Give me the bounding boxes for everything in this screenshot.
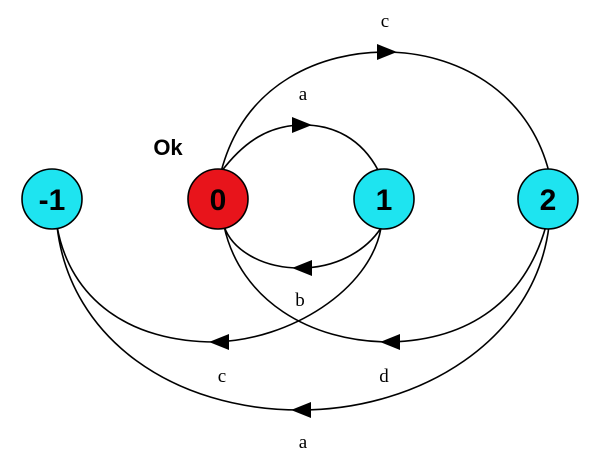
node-2-label: 2: [540, 184, 557, 217]
node-2: 2: [517, 168, 579, 230]
edge-2-to-0: [223, 225, 547, 343]
node-0-circle: [187, 168, 249, 230]
arrowhead-0-to-1: [292, 117, 312, 133]
edge-label-0-to-2: c: [381, 11, 389, 32]
arrowhead-2-to-minus1: [291, 402, 311, 418]
edge-0-to-1: [220, 124, 379, 173]
arrowheads: [209, 44, 400, 418]
node-minus1-label: -1: [39, 184, 66, 217]
node-minus1: -1: [21, 168, 83, 230]
node-0: 0: [187, 168, 249, 230]
edge-label-1-to-0: b: [295, 290, 305, 311]
nodes: -1 0 1 2: [21, 168, 579, 230]
edge-label-0-to-1: a: [299, 84, 308, 105]
edge-labels: c a b c d a: [218, 11, 389, 453]
node-1-label: 1: [376, 184, 393, 217]
node-0-label: 0: [210, 184, 227, 217]
edge-0-to-2: [220, 51, 550, 173]
start-state-label: Ok: [153, 135, 183, 160]
arrowhead-2-to-0: [380, 334, 400, 350]
arrowhead-1-to-0: [292, 260, 312, 276]
edge-1-to-0: [223, 225, 382, 269]
node-1-circle: [353, 168, 415, 230]
node-minus1-circle: [21, 168, 83, 230]
arrowhead-0-to-2: [377, 44, 397, 60]
edge-label-1-to-minus1: c: [218, 366, 226, 387]
node-2-circle: [517, 168, 579, 230]
arrowhead-1-to-minus1: [209, 334, 229, 350]
edge-1-to-minus1: [56, 225, 382, 343]
edge-label-2-to-minus1: a: [299, 432, 308, 453]
node-1: 1: [353, 168, 415, 230]
edges: [56, 51, 550, 411]
edge-label-2-to-0: d: [379, 366, 389, 387]
